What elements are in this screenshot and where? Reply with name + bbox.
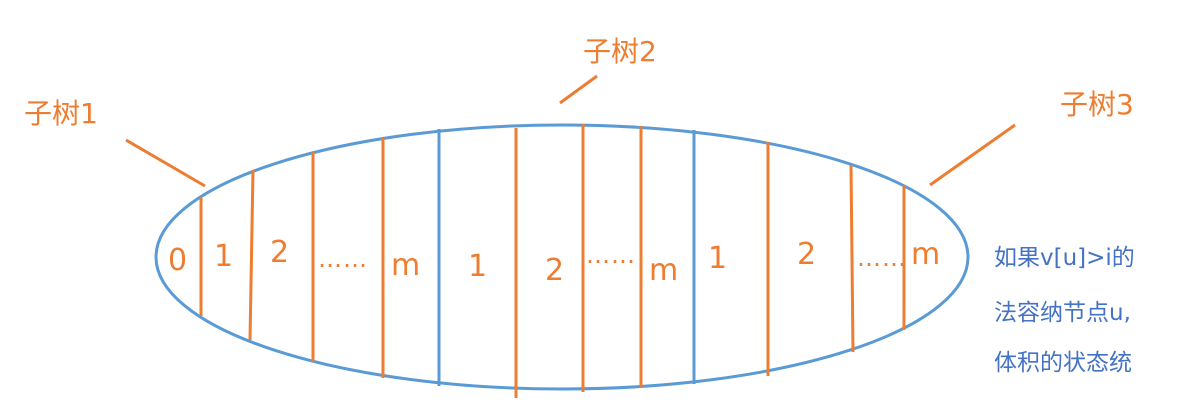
subtree2-pointer [559,74,598,105]
slot-number: 1 [468,249,488,284]
subtree1-pointer [125,138,206,188]
slot-number: m [649,253,679,288]
slot-number: 1 [214,239,234,274]
slot-number: 2 [270,235,290,270]
slot-number: 1 [708,241,728,276]
note-line: 体积的状态统 [994,350,1132,376]
slot-number: 0 [168,243,188,278]
slot-number: 2 [797,237,817,272]
divider-line [248,169,255,341]
ellipsis-dots: …… [586,241,636,269]
ellipsis-dots: …… [318,245,368,273]
note-line: 法容纳节点u, [994,300,1131,326]
subtree1-label: 子树1 [24,97,98,130]
state-ellipse [154,123,970,391]
subtree3-pointer [929,123,1016,187]
slot-number: m [911,237,941,272]
subtree2-label: 子树2 [583,35,657,68]
ellipsis-dots: …… [857,244,907,272]
subtree3-label: 子树3 [1060,88,1134,121]
note-line: 如果v[u]>i的 [994,245,1135,271]
slot-number: 2 [545,253,565,288]
slot-number: m [391,248,421,283]
divider-line [849,164,855,353]
